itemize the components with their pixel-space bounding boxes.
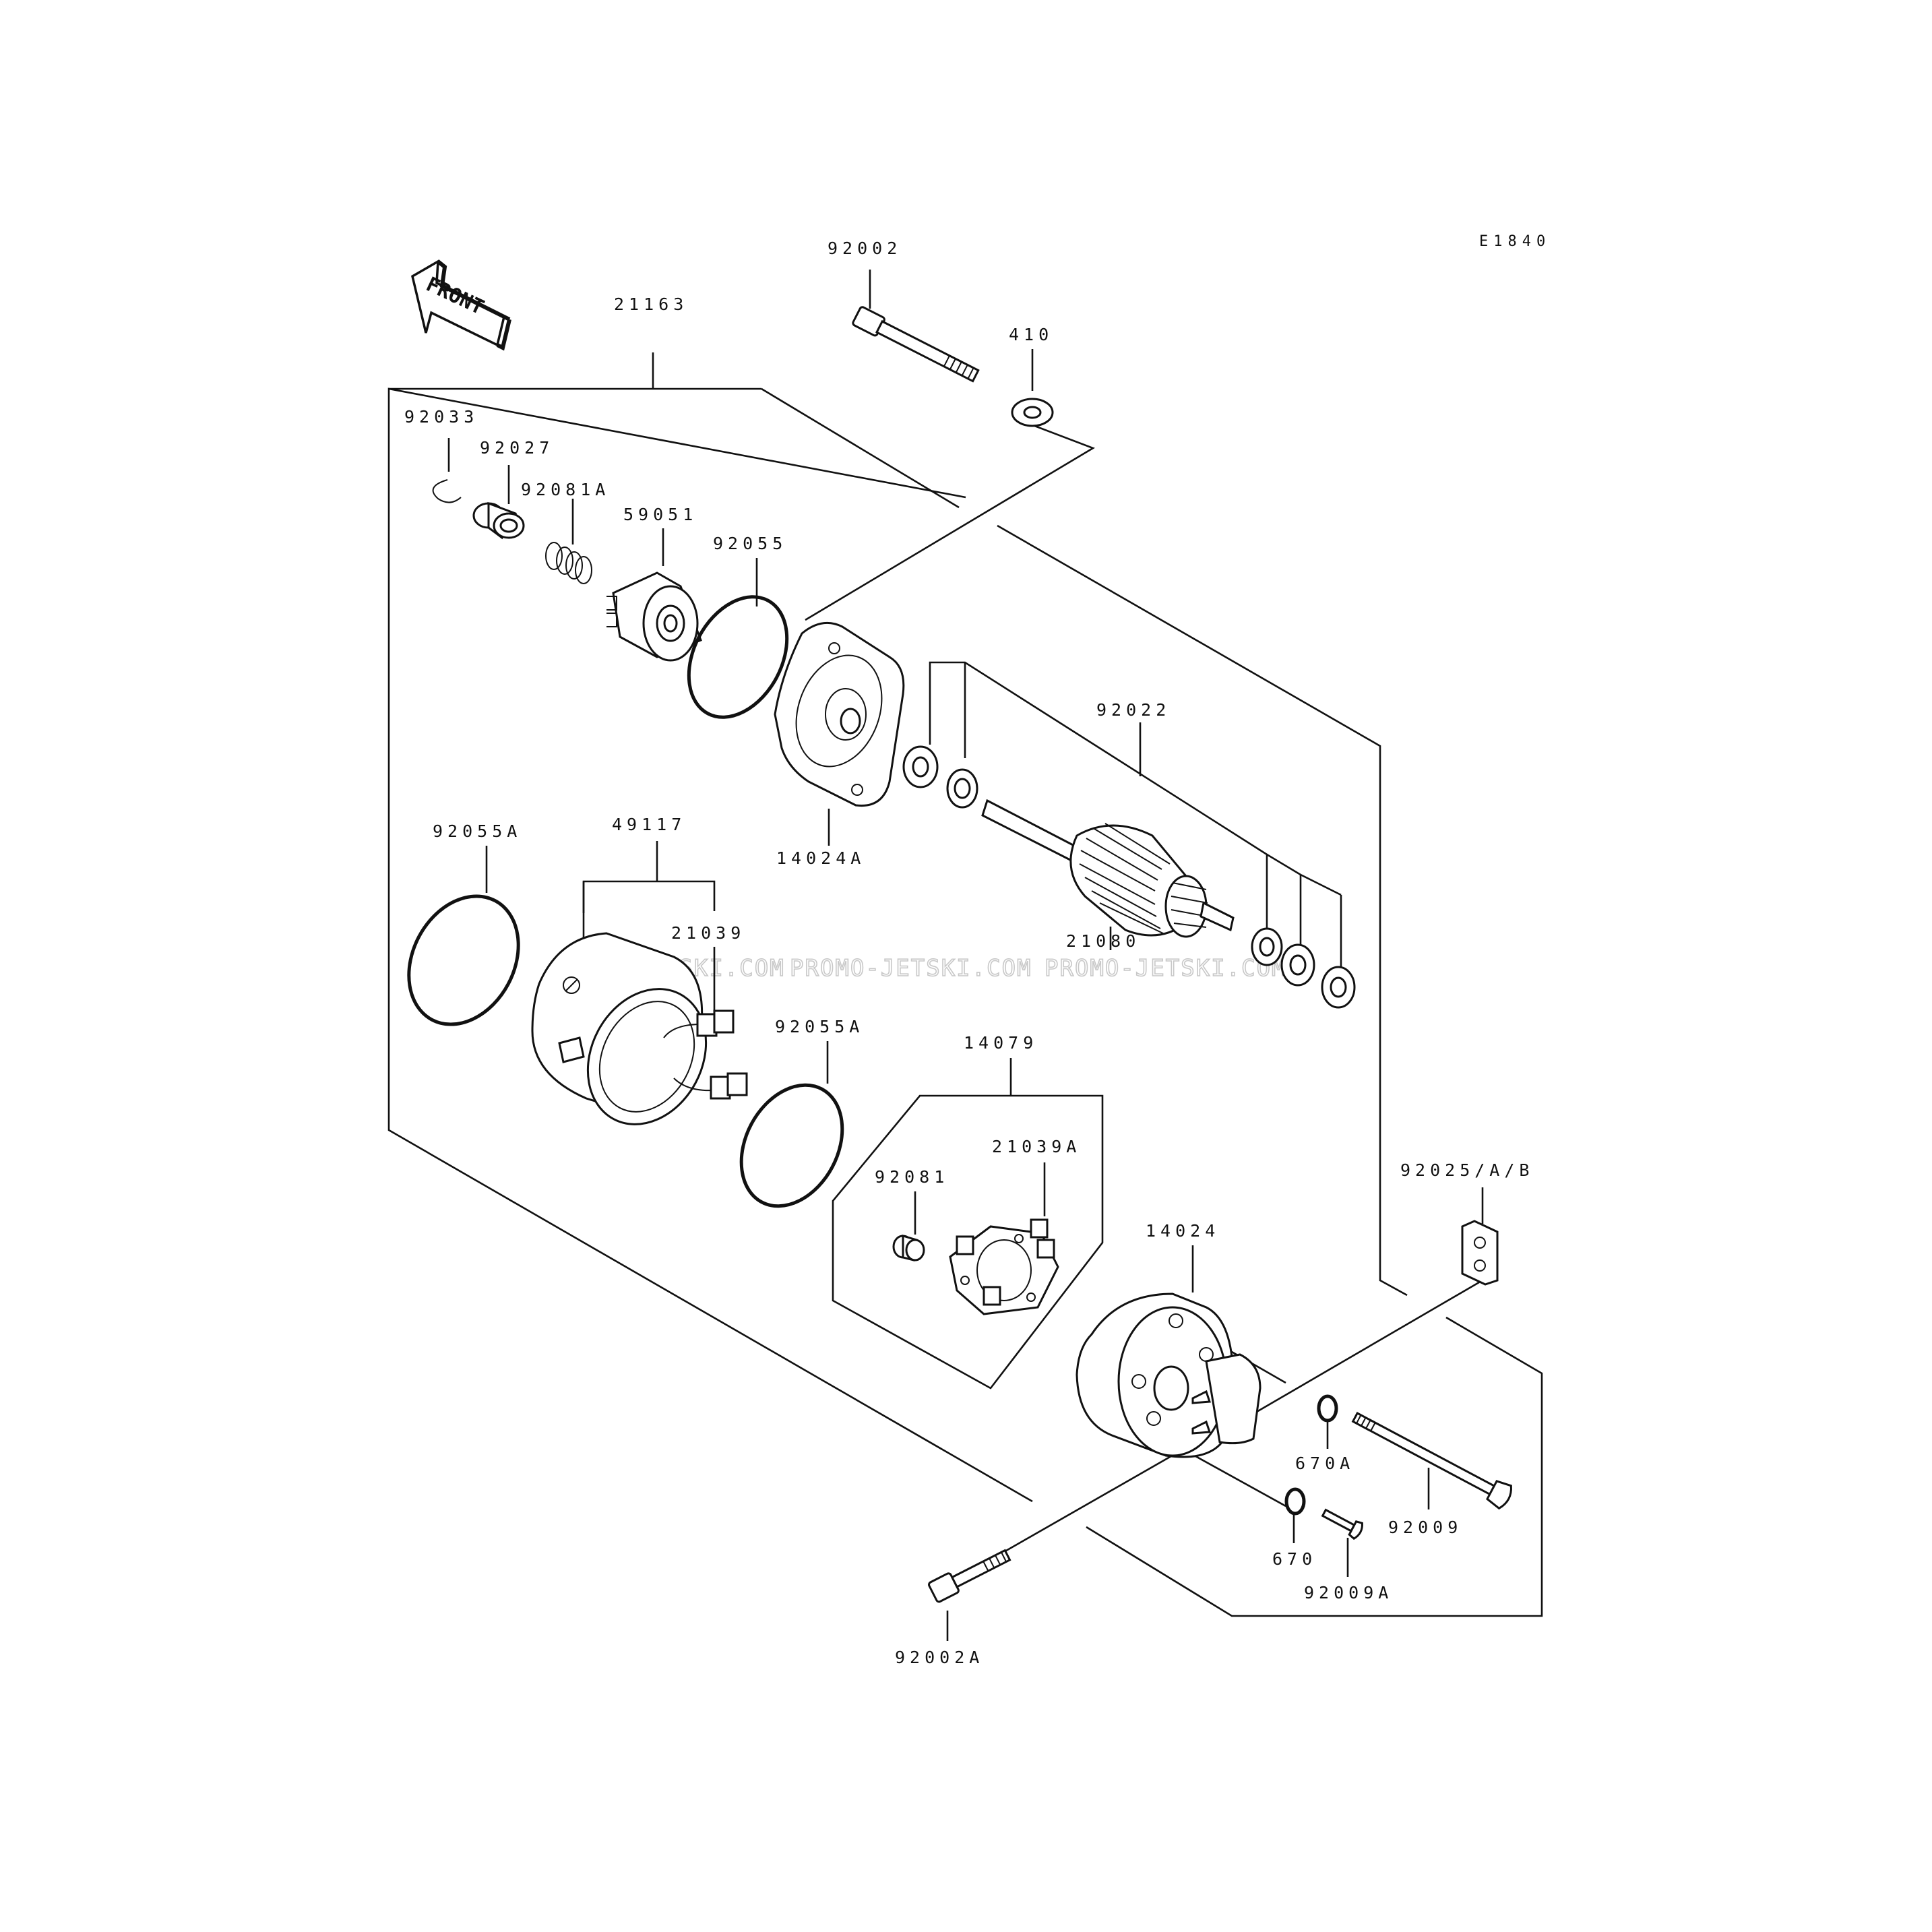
screw-92009a-icon <box>1321 1508 1363 1540</box>
bracket-plate-92025-icon <box>1461 1220 1499 1286</box>
label-14079: 14079 <box>964 1033 1038 1053</box>
pinion-gear-59051-icon <box>606 571 702 662</box>
collar-92027-icon <box>472 501 525 540</box>
label-92081: 92081 <box>875 1167 949 1187</box>
label-49117: 49117 <box>612 815 686 834</box>
label-670: 670 <box>1272 1549 1317 1569</box>
assembly-outline <box>387 352 1543 1617</box>
watermark-part-3: PROMO-JETSKI.COM <box>1045 955 1287 982</box>
watermark-part-2: PROMO-JETSKI.COM <box>790 955 1032 982</box>
label-92055a-right: 92055A <box>775 1017 864 1036</box>
label-92055: 92055 <box>713 534 787 553</box>
o-ring-670a-icon <box>1317 1394 1338 1423</box>
spring-92081a-icon <box>545 542 592 584</box>
label-92009a: 92009A <box>1304 1583 1393 1602</box>
label-92081a: 92081A <box>521 480 610 499</box>
through-bolt-92009-icon <box>1351 1412 1512 1510</box>
rear-cover-14024-icon <box>1076 1292 1261 1458</box>
part-labels: 92002 21163 410 92033 92027 92081A 59051… <box>404 239 1534 1667</box>
washers-92022-icon <box>902 745 1356 1009</box>
watermark: JETSKI.COM PROMO-JETSKI.COM PROMO-JETSKI… <box>633 954 1287 983</box>
label-92022: 92022 <box>1096 700 1171 720</box>
label-21080: 21080 <box>1066 931 1140 951</box>
bolt-92002-icon <box>852 306 980 383</box>
front-arrow-icon: FRONT <box>410 259 511 351</box>
spring-92081-icon <box>892 1234 925 1261</box>
circlip-92033-icon <box>432 479 462 503</box>
label-92027: 92027 <box>480 438 554 458</box>
washer-410-icon <box>1011 398 1054 427</box>
label-92033: 92033 <box>404 407 478 427</box>
diagram-code: E1840 <box>1479 233 1551 250</box>
o-ring-92055-icon <box>687 595 789 719</box>
label-410: 410 <box>1009 325 1053 344</box>
label-21039: 21039 <box>671 923 745 943</box>
terminal-21039-icon <box>663 1009 748 1100</box>
armature-21080-icon <box>981 799 1235 938</box>
label-59051: 59051 <box>623 505 697 524</box>
o-ring-670-icon <box>1284 1487 1306 1516</box>
brush-holder-21039a-icon <box>949 1218 1059 1315</box>
label-92002: 92002 <box>828 239 902 258</box>
label-670a: 670A <box>1295 1454 1354 1473</box>
bolt-92002a-icon <box>928 1549 1011 1603</box>
label-21163: 21163 <box>614 294 688 314</box>
label-92055a-left: 92055A <box>433 821 522 841</box>
front-cover-14024a-icon <box>774 621 905 807</box>
label-92025: 92025/A/B <box>1400 1160 1534 1180</box>
label-14024: 14024 <box>1146 1221 1220 1241</box>
label-21039a: 21039A <box>992 1137 1081 1156</box>
leader-lines <box>447 270 1484 1641</box>
label-92009: 92009 <box>1388 1518 1462 1537</box>
yoke-49117-icon <box>531 932 708 1125</box>
label-92002a: 92002A <box>895 1648 984 1667</box>
label-14024a: 14024A <box>776 848 865 868</box>
o-ring-92055a-right-icon <box>739 1083 844 1208</box>
o-ring-92055a-left-icon <box>407 894 520 1026</box>
